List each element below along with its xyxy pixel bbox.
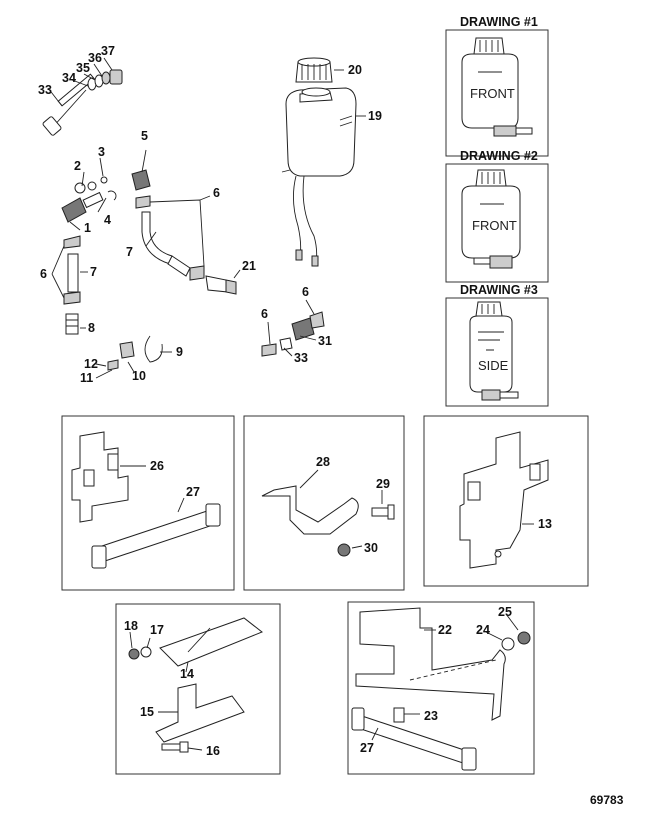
bolt-assembly-33-37 [42, 57, 123, 136]
callout-27-right: 27 [360, 741, 374, 755]
callout-7-left: 7 [90, 265, 97, 279]
callout-8: 8 [88, 321, 95, 335]
callout-15: 15 [140, 705, 154, 719]
drawing-1-bottle-label: FRONT [470, 86, 515, 101]
callout-2: 2 [74, 159, 81, 173]
callout-23: 23 [424, 709, 438, 723]
callout-25: 25 [498, 605, 512, 619]
callout-27-left: 27 [186, 485, 200, 499]
callout-6-left: 6 [40, 267, 47, 281]
callout-26: 26 [150, 459, 164, 473]
reservoir-assembly-19-20 [281, 57, 366, 267]
callout-30: 30 [364, 541, 378, 555]
panel-28-30 [243, 415, 405, 591]
callout-17: 17 [150, 623, 164, 637]
callout-16: 16 [206, 744, 220, 758]
callout-37: 37 [101, 44, 115, 58]
callout-13: 13 [538, 517, 552, 531]
callout-29: 29 [376, 477, 390, 491]
callout-9: 9 [176, 345, 183, 359]
callout-3: 3 [98, 145, 105, 159]
callout-19: 19 [368, 109, 382, 123]
callout-35: 35 [76, 61, 90, 75]
callout-10: 10 [132, 369, 146, 383]
callout-1: 1 [84, 221, 91, 235]
drawing-1: DRAWING #1 FRONT [445, 15, 549, 157]
callout-21: 21 [242, 259, 256, 273]
callout-34: 34 [62, 71, 76, 85]
hose-assembly-5-21 [131, 149, 241, 295]
callout-12: 12 [84, 357, 98, 371]
callout-28: 28 [316, 455, 330, 469]
drawing-1-title: DRAWING #1 [460, 15, 538, 29]
panel-22-27 [347, 601, 535, 775]
callout-6-right: 6 [261, 307, 268, 321]
fitting-assembly-31-33 [261, 299, 325, 357]
callout-33-right: 33 [294, 351, 308, 365]
panel-26-27 [61, 415, 235, 591]
reference-number: 69783 [590, 793, 624, 807]
drawing-2-bottle-label: FRONT [472, 218, 517, 233]
callout-7-hose: 7 [126, 245, 133, 259]
callout-6-right-top: 6 [302, 285, 309, 299]
drawing-3-title: DRAWING #3 [460, 283, 538, 297]
callout-36: 36 [88, 51, 102, 65]
callout-31: 31 [318, 334, 332, 348]
drawing-3-bottle-label: SIDE [478, 358, 509, 373]
fitting-assembly-1-12 [51, 157, 117, 335]
callout-4: 4 [104, 213, 111, 227]
callout-22: 22 [438, 623, 452, 637]
drawing-2: DRAWING #2 FRONT [445, 149, 549, 283]
callout-24: 24 [476, 623, 490, 637]
callout-18: 18 [124, 619, 138, 633]
drawing-2-title: DRAWING #2 [460, 149, 538, 163]
panel-13 [423, 415, 589, 587]
callout-33: 33 [38, 83, 52, 97]
panel-14-18 [115, 603, 281, 775]
callout-11: 11 [80, 371, 93, 385]
callout-6-top: 6 [213, 186, 220, 200]
clamp-assembly-9-12 [95, 335, 172, 379]
callout-20: 20 [348, 63, 362, 77]
drawing-3: DRAWING #3 SIDE [445, 283, 549, 407]
callout-14: 14 [180, 667, 194, 681]
callout-5: 5 [141, 129, 148, 143]
